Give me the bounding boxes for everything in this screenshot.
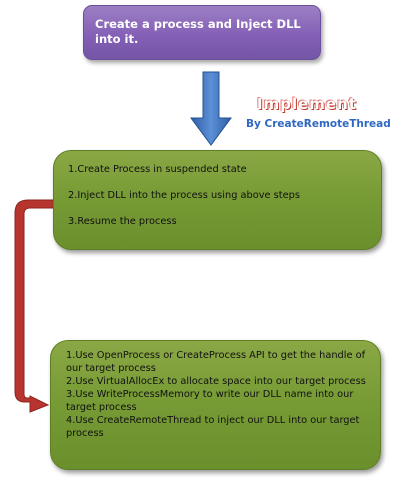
step-item: 2.Inject DLL into the process using abov… bbox=[68, 190, 300, 201]
curved-arrow-icon bbox=[14, 189, 63, 413]
implement-title: Implement bbox=[257, 95, 357, 113]
down-arrow-icon bbox=[190, 71, 232, 146]
implement-subtitle: By CreateRemoteThread bbox=[246, 118, 391, 130]
detail-item: 1.Use OpenProcess or CreateProcess API t… bbox=[66, 350, 366, 374]
detail-item: 4.Use CreateRemoteThread to inject our D… bbox=[66, 415, 360, 439]
step-item: 1.Create Process in suspended state bbox=[68, 164, 247, 175]
steps-box: 1.Create Process in suspended state 2.In… bbox=[53, 150, 382, 250]
top-process-box: Create a process and Inject DLL into it. bbox=[83, 5, 321, 60]
top-box-text: Create a process and Inject DLL into it. bbox=[95, 17, 301, 46]
details-box: 1.Use OpenProcess or CreateProcess API t… bbox=[50, 340, 381, 470]
detail-item: 3.Use WriteProcessMemory to write our DL… bbox=[66, 389, 354, 413]
detail-item: 2.Use VirtualAllocEx to allocate space i… bbox=[66, 376, 366, 387]
step-item: 3.Resume the process bbox=[68, 216, 177, 227]
